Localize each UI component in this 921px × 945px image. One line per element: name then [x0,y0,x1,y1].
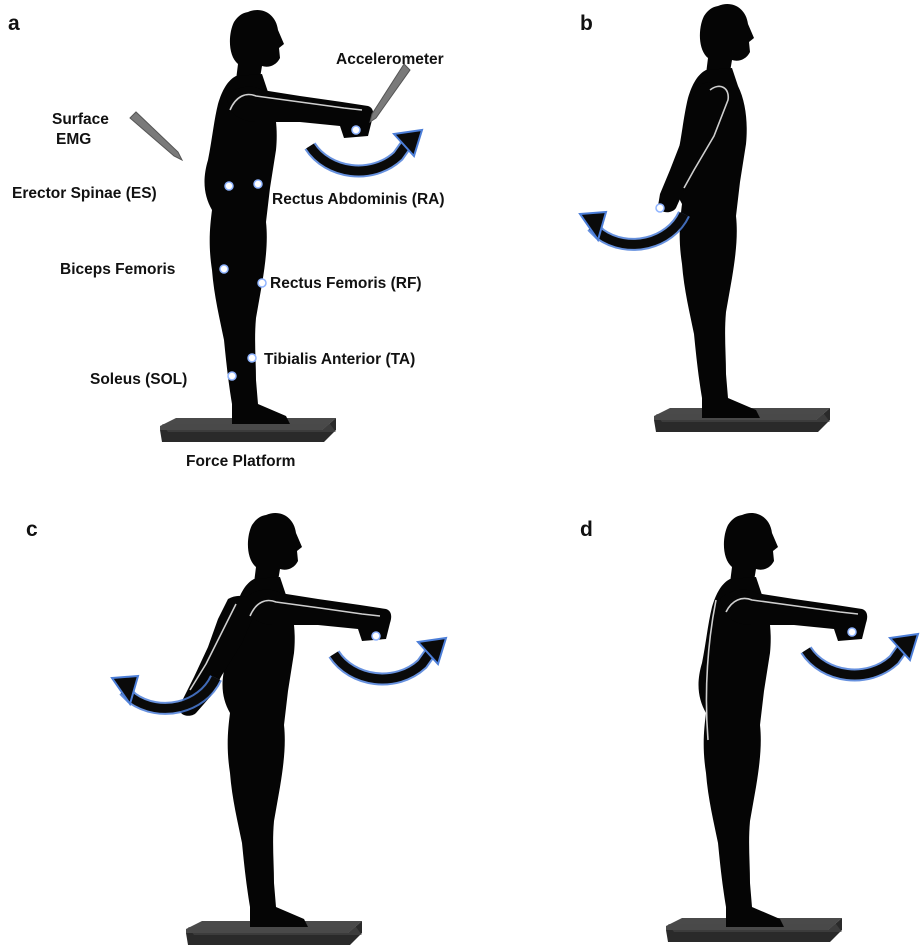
surface-emg-pointer-icon [130,112,182,160]
panel-letter-a: a [8,12,20,35]
panel-b: b [580,4,830,432]
body-silhouette-d [699,513,868,927]
accelerometer-sensor-b [656,204,664,212]
rotation-arrow-b [580,212,684,244]
electrode-ra [254,180,262,188]
electrode-ta [248,354,256,362]
label-accelerometer: Accelerometer [336,51,444,68]
label-rectus-femoris: Rectus Femoris (RF) [270,275,422,292]
accelerometer-sensor-d [848,628,856,636]
label-surface: Surface [52,111,109,128]
label-biceps-femoris: Biceps Femoris [60,261,175,278]
label-rectus-abdominis: Rectus Abdominis (RA) [272,191,445,208]
label-tibialis-anterior: Tibialis Anterior (TA) [264,351,415,368]
electrode-rf [258,279,266,287]
label-soleus: Soleus (SOL) [90,371,187,388]
panel-letter-b: b [580,12,593,35]
accelerometer-sensor-c [372,632,380,640]
panel-letter-c: c [26,518,38,541]
body-silhouette-c [180,513,391,927]
label-emg: EMG [56,131,91,148]
accelerometer-pointer-icon [370,64,410,122]
label-force-platform: Force Platform [186,453,295,470]
electrode-sol [228,372,236,380]
electrode-es [225,182,233,190]
accelerometer-sensor [352,126,360,134]
panel-c: c [26,513,446,945]
rotation-arrow-d [806,634,918,675]
electrode-bf [220,265,228,273]
body-silhouette-b [658,4,760,418]
panel-letter-d: d [580,518,593,541]
panel-d: d [580,513,918,942]
panel-a: a Accelerometer Surface EMG Erec [8,10,445,470]
rotation-arrow-c-front [334,638,446,679]
label-erector-spinae: Erector Spinae (ES) [12,185,157,202]
